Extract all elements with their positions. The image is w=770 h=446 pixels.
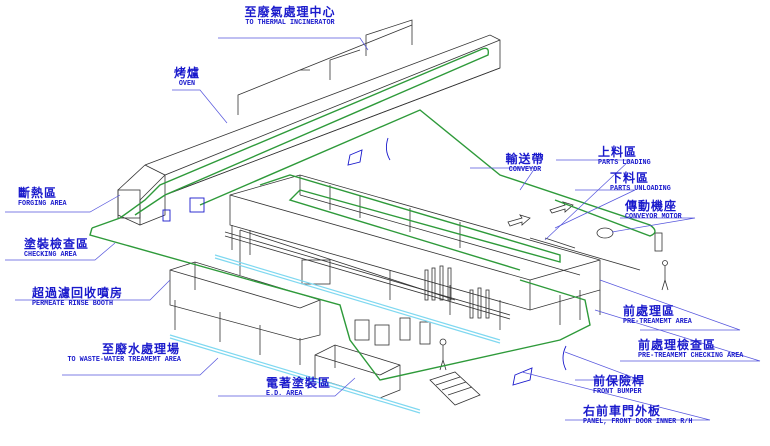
label-pretreatment-area: 前處理區 PRE-TREAMEMT AREA	[623, 305, 700, 327]
label-parts-unloading-en: PARTS UNLOADING	[610, 185, 671, 193]
label-pretreatment-zh: 前處理區	[623, 304, 676, 318]
label-thermal-en: TO THERMAL INCINERATOR	[245, 19, 335, 27]
label-parts-loading-en: PARTS LOADING	[598, 159, 651, 167]
bumper-part-icon-2	[562, 345, 567, 371]
flow-arrows	[507, 201, 641, 271]
label-checking-zh: 塗裝檢查區	[24, 237, 90, 251]
ed-booth	[169, 229, 481, 406]
label-pretreatment-checking-zh: 前處理檢查區	[638, 338, 717, 352]
parts-icons	[162, 137, 567, 386]
label-forging-en: FORGING AREA	[18, 200, 67, 208]
label-conveyor-zh: 輸送帶	[505, 152, 545, 166]
label-conveyor-en: CONVEYOR	[508, 166, 542, 174]
label-permeate-zh: 超過濾回收噴房	[32, 286, 124, 300]
label-front-door-panel: 右前車門外板 PANEL, FRONT DOOR INNER R/H	[583, 405, 705, 427]
label-permeate-en: PERMEATE RINSE BOOTH	[32, 300, 114, 308]
oven-structure	[117, 19, 501, 226]
label-oven: 烤爐 OVEN	[170, 67, 204, 89]
label-conveyor-motor-en: CONVEYOR MOTOR	[625, 213, 682, 221]
label-front-door-en: PANEL, FRONT DOOR INNER R/H	[583, 418, 693, 426]
label-checking-en: CHECKING AREA	[24, 251, 77, 259]
front-door-part-icon	[347, 149, 363, 166]
label-permeate-rinse-booth: 超過濾回收噴房 PERMEATE RINSE BOOTH	[32, 287, 123, 309]
front-door-part-icon-2	[512, 367, 533, 386]
label-waste-water: 至廢水處理場 TO WASTE-WATER TREAMEMT AREA	[55, 342, 181, 365]
label-waste-water-zh: 至廢水處理場	[101, 342, 180, 356]
label-front-bumper-en: FRONT BUMPER	[593, 388, 642, 396]
floor-rails	[169, 254, 501, 414]
label-conveyor-motor-zh: 傳動機座	[625, 199, 678, 213]
conveyor-line	[89, 47, 656, 381]
pretreatment-booth	[224, 174, 601, 330]
label-front-door-zh: 右前車門外板	[583, 404, 662, 418]
label-pretreatment-en: PRE-TREAMEMT AREA	[623, 318, 692, 326]
label-waste-water-en: TO WASTE-WATER TREAMEMT AREA	[67, 356, 181, 364]
bumper-part-icon	[385, 137, 391, 161]
label-conveyor: 輸送帶 CONVEYOR	[500, 153, 550, 175]
label-forging-area: 斷熱區 FORGING AREA	[18, 187, 72, 209]
label-parts-loading: 上料區 PARTS LOADING	[598, 146, 657, 168]
label-parts-loading-zh: 上料區	[598, 145, 638, 159]
leader-lines	[5, 37, 761, 421]
label-forging-zh: 斷熱區	[18, 186, 58, 200]
label-oven-zh: 烤爐	[173, 66, 200, 80]
label-ed-zh: 電著塗裝區	[266, 376, 332, 390]
label-checking-area: 塗裝檢查區 CHECKING AREA	[24, 238, 89, 260]
part-box-icon	[189, 197, 205, 213]
label-parts-unloading: 下料區 PARTS UNLOADING	[610, 172, 678, 194]
label-front-bumper-zh: 前保險桿	[593, 374, 646, 388]
hanger-racks	[301, 259, 490, 319]
label-parts-unloading-zh: 下料區	[610, 171, 650, 185]
part-rack-icon	[162, 209, 171, 222]
label-ed-en: E.D. AREA	[266, 390, 303, 398]
label-conveyor-motor: 傳動機座 CONVEYOR MOTOR	[625, 200, 688, 222]
conveyor-motor	[596, 227, 669, 291]
label-ed-area: 電著塗裝區 E.D. AREA	[266, 377, 331, 399]
label-oven-en: OVEN	[178, 80, 196, 88]
label-thermal-incinerator: 至廢氣處理中心 TO THERMAL INCINERATOR	[215, 6, 365, 28]
label-pretreatment-checking-area: 前處理檢查區 PRE-TREAMEMT CHECKING AREA	[638, 339, 755, 361]
label-front-bumper: 前保險桿 FRONT BUMPER	[593, 375, 647, 397]
label-pretreatment-checking-en: PRE-TREAMEMT CHECKING AREA	[638, 352, 744, 360]
label-thermal-zh: 至廢氣處理中心	[244, 5, 336, 19]
